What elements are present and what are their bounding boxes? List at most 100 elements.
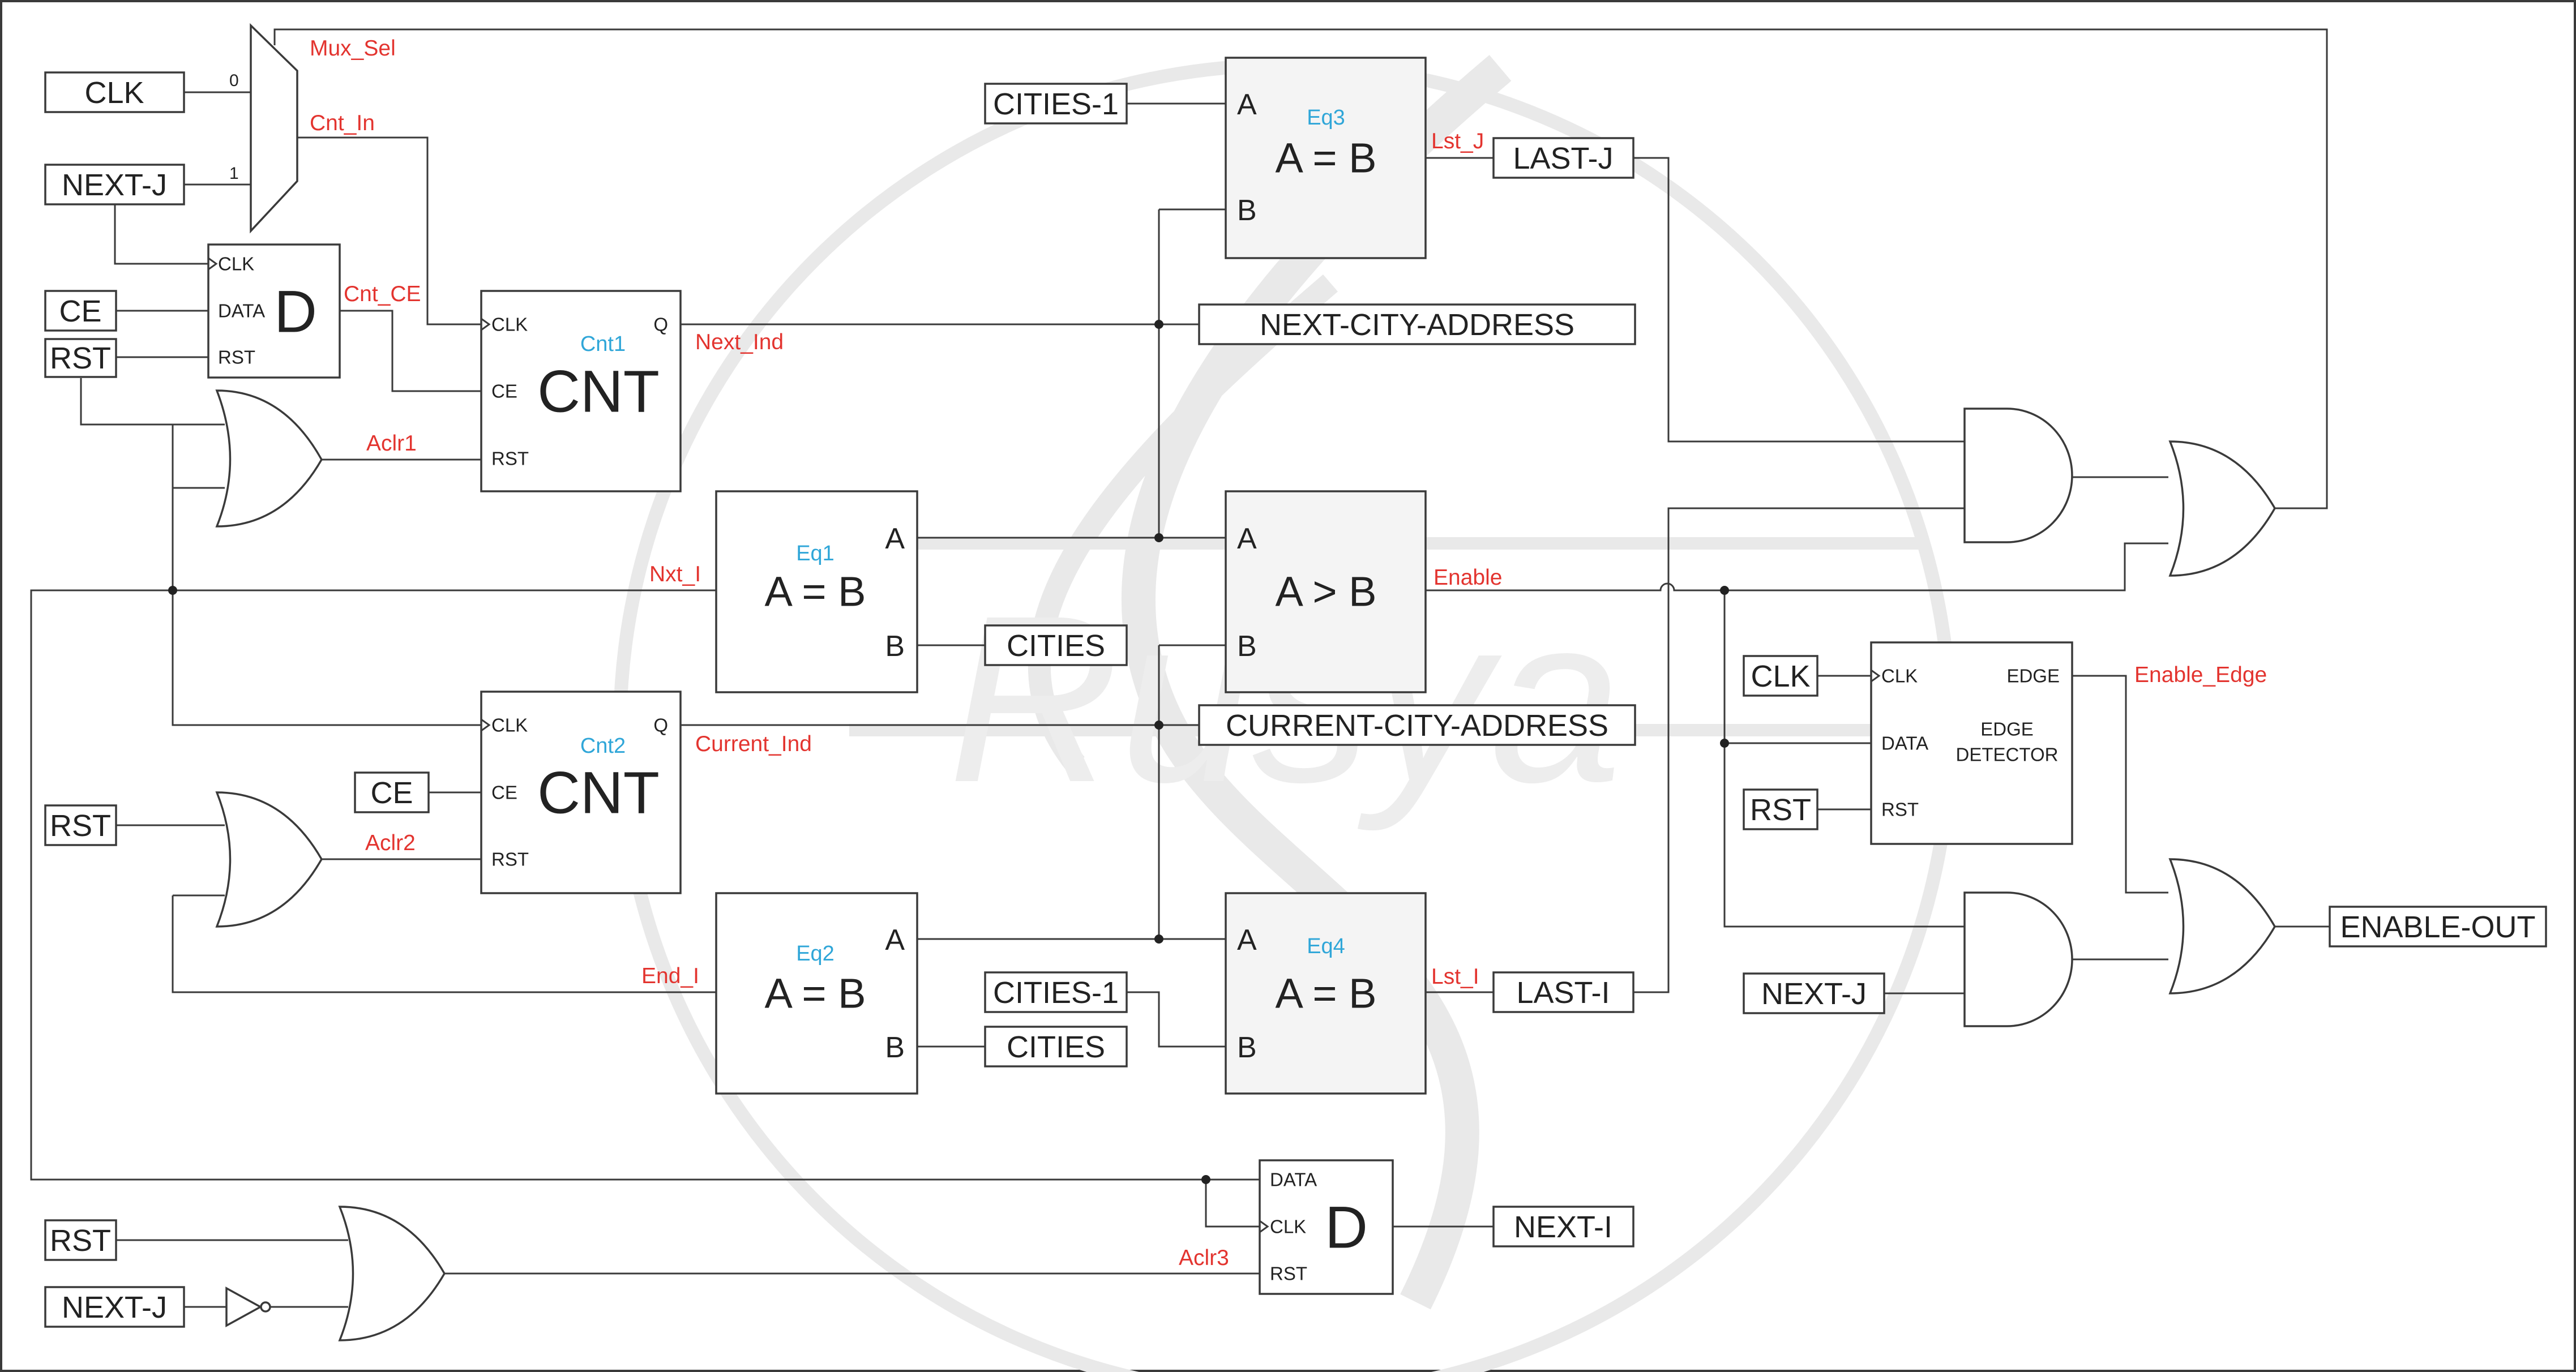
io-box [1492,1206,1634,1247]
dff-title: D [1325,1195,1368,1261]
instance-label-cnt1: Cnt1 [580,332,626,356]
port-clk: CLK [218,254,254,275]
io-box [1492,137,1634,179]
io-box [44,164,185,205]
comparator-eq1: Eq1 A = B A B [715,490,918,693]
io-label-ce: CE [59,294,101,328]
comparator-gt: A > B A B [1225,490,1427,693]
junction-dot [1154,320,1163,329]
mux-input-1-label: 1 [229,164,239,183]
instance-label-cnt2: Cnt2 [580,734,626,758]
port-rst: RST [218,347,255,368]
io-box [1198,303,1636,345]
port-b: B [1237,630,1257,663]
io-label-cities: CITIES [1007,629,1105,663]
junction-dot [1154,533,1163,542]
io-box [1492,971,1634,1013]
comparator-function: A = B [1276,135,1377,182]
comparator-eq2: Eq2 A = B A B [715,892,918,1095]
comparator-eq3: Eq3 A = B A B [1225,57,1427,259]
port-a: A [885,522,905,555]
port-ce: CE [491,381,517,402]
io-label-clk: CLK [84,76,144,110]
junction-dot [1154,934,1163,944]
signal-label-nxt-i: Nxt_I [649,562,701,586]
signal-label-enable: Enable [1434,565,1502,590]
counter-cnt2: CLK CE RST Q Cnt2 CNT [480,691,682,894]
comparator-eq4: Eq4 A = B A B [1225,892,1427,1095]
port-q: Q [653,314,668,335]
counter-cnt1: CLK CE RST Q Cnt1 CNT [480,290,682,492]
d-flip-flop-top: CLK DATA RST D [207,243,341,379]
cnt-title: CNT [537,760,660,826]
io-label-rst: RST [50,1224,111,1258]
io-label-next-j: NEXT-J [62,168,167,202]
port-b: B [1237,1031,1257,1064]
d-flip-flop-bottom: DATA CLK RST D [1259,1159,1394,1295]
signal-label-current-ind: Current_Ind [695,732,812,756]
io-box [44,290,117,332]
edge-detector-title: EDGE [1980,719,2034,740]
port-q: Q [653,715,668,736]
io-box [984,971,1128,1013]
instance-label-eq3: Eq3 [1307,106,1345,130]
io-box [1743,655,1818,697]
cnt-title: CNT [537,359,660,425]
or-gate-enable-out [2168,858,2277,994]
port-a: A [1237,924,1257,957]
io-label-rst: RST [50,809,111,843]
signal-label-lst-j: Lst_J [1431,129,1484,153]
port-data: DATA [1270,1169,1317,1190]
io-label-cities-1: CITIES-1 [993,87,1119,121]
io-label-enable-out: ENABLE-OUT [2340,910,2535,944]
instance-label-eq4: Eq4 [1307,934,1345,958]
io-box [44,804,117,846]
not-gate [225,1287,271,1327]
io-label-current-city-address: CURRENT-CITY-ADDRESS [1226,709,1608,743]
io-box [44,71,185,113]
io-label-next-i: NEXT-I [1514,1210,1612,1244]
junction-dot [1720,586,1729,595]
io-box [984,83,1128,125]
io-labels: CLK NEXT-J CE RST CE RST RST NEXT-J CITI… [44,71,2547,1328]
io-box [984,624,1128,666]
io-box [1743,972,1885,1014]
port-b: B [1237,194,1257,227]
port-rst: RST [1270,1263,1307,1284]
mux-input-0-label: 0 [229,71,239,90]
multiplexer: 0 1 [229,23,298,234]
signal-labels: Mux_Sel Cnt_In Cnt_CE Next_Ind Aclr1 Nxt… [310,36,2267,1270]
io-label-clk: CLK [1751,659,1810,693]
or-gate-aclr3 [338,1206,446,1341]
io-box [1743,788,1818,830]
comparator-function: A > B [1276,568,1377,615]
signal-label-enable-edge: Enable_Edge [2134,663,2267,687]
port-a: A [885,924,905,957]
io-box [354,771,430,813]
io-box [2329,906,2547,947]
instance-label-eq2: Eq2 [796,942,835,966]
and-gate-enable [1963,891,2073,1027]
or-gate-aclr2 [215,791,323,928]
signal-label-aclr1: Aclr1 [366,431,417,456]
signal-label-aclr3: Aclr3 [1179,1246,1229,1270]
io-label-rst: RST [1750,793,1811,827]
port-clk: CLK [491,314,528,335]
port-b: B [885,630,905,663]
signal-label-lst-i: Lst_I [1431,964,1479,989]
port-data: DATA [218,301,265,321]
io-box [44,1219,117,1261]
and-gate-last [1963,408,2073,543]
port-rst: RST [1881,799,1919,820]
dff-title: D [274,279,317,345]
port-clk: CLK [1881,666,1918,687]
io-label-last-j: LAST-J [1513,142,1613,175]
signal-label-mux-sel: Mux_Sel [310,36,396,61]
comparator-function: A = B [765,568,866,615]
io-label-cities: CITIES [1007,1030,1105,1064]
io-box [44,338,117,378]
comparator-function: A = B [765,970,866,1017]
io-label-ce: CE [370,776,413,810]
port-clk: CLK [491,715,528,736]
